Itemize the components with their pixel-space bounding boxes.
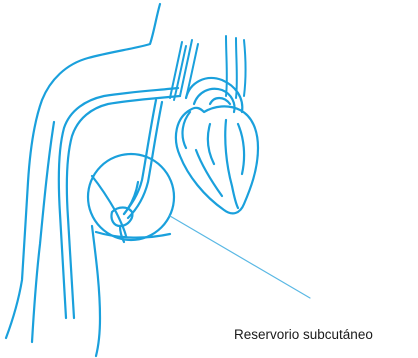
arm-inner-outline xyxy=(32,122,54,342)
aortic-branch-3 xyxy=(244,40,246,96)
heart-coronary xyxy=(208,124,214,164)
port-caption: Reservorio subcutáneo xyxy=(234,326,373,344)
heart-septum xyxy=(225,120,238,208)
catheter-outer-line xyxy=(59,88,178,318)
heart-drawing xyxy=(176,78,258,213)
aortic-branch-left xyxy=(226,36,227,96)
left-ventricle-detail xyxy=(238,124,244,174)
magnifier-circle xyxy=(88,154,174,240)
body-outline xyxy=(6,4,160,356)
leader-line xyxy=(170,216,310,298)
heart-outline xyxy=(176,106,258,213)
carotid-right xyxy=(186,44,198,98)
port-reservoir xyxy=(92,176,170,242)
right-atrium xyxy=(183,112,190,148)
chest-outline xyxy=(92,226,100,356)
catheter-path xyxy=(59,88,180,318)
neck-right-outline xyxy=(6,4,160,338)
pulmonary-artery xyxy=(210,98,230,104)
